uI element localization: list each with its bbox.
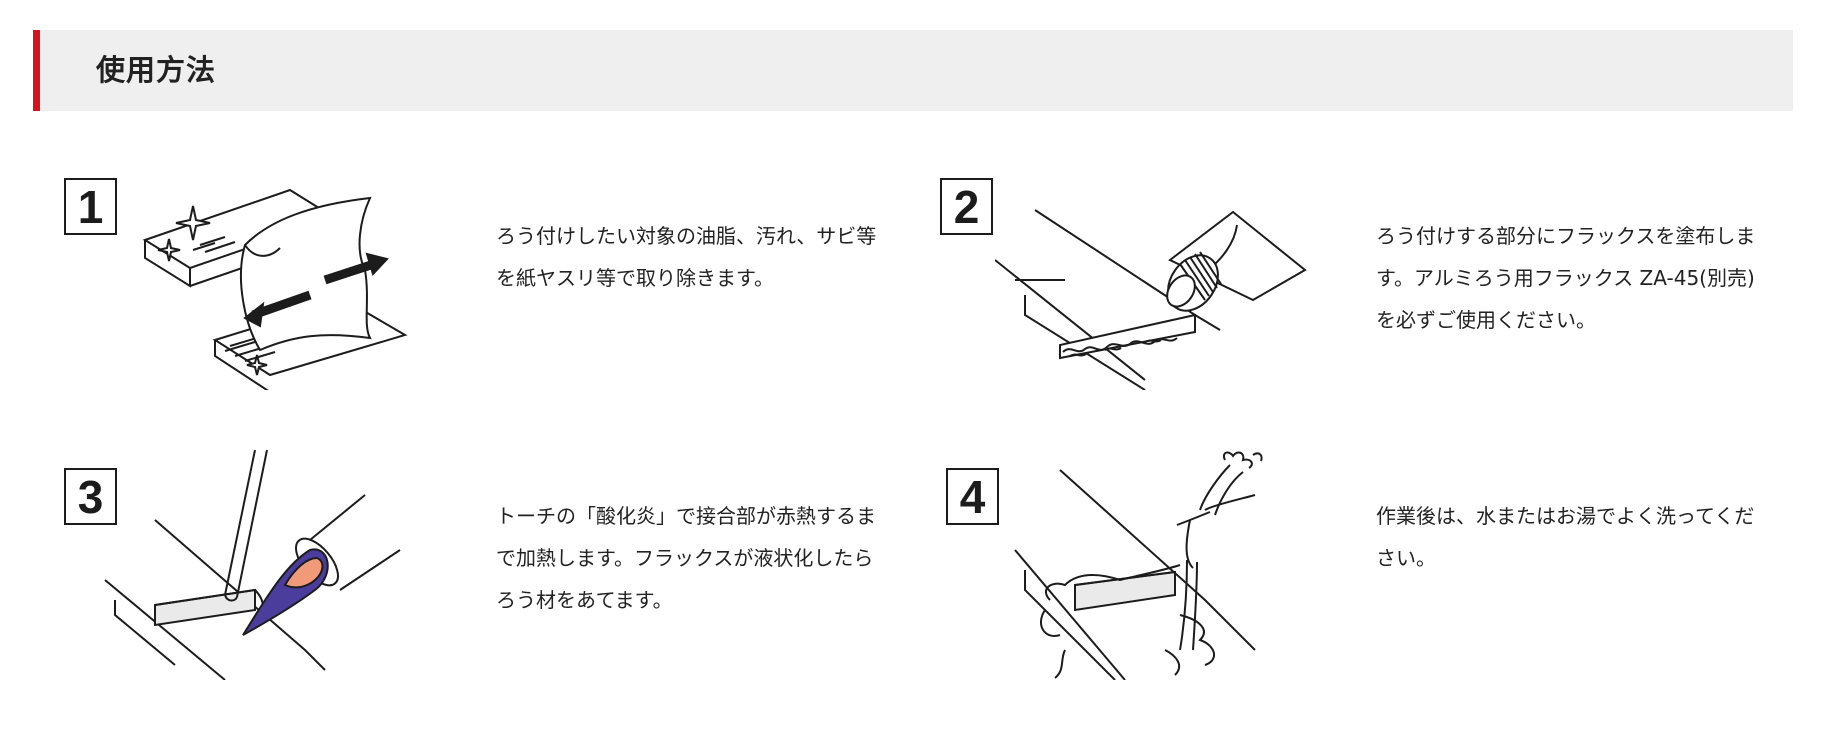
step-description-2: ろう付けする部分にフラックスを塗布します。アルミろう用フラックス ZA-45(別… — [1376, 224, 1756, 332]
section-header: 使用方法 — [33, 30, 1793, 111]
torch-heating-illustration — [104, 450, 401, 680]
sandpaper-cleaning-illustration — [142, 188, 408, 390]
step-description-4: 作業後は、水またはお湯でよく洗ってください。 — [1376, 504, 1755, 570]
step-number-1: 1 — [64, 178, 117, 235]
step-3: 3 トーチの「酸化炎」で接合部が赤熱するまで加熱します。フラックスが液状化したら… — [0, 450, 880, 680]
water-washing-illustration — [1014, 451, 1263, 680]
step-number-3: 3 — [64, 468, 117, 525]
step-4: 4 作業後は、水またはお湯でよく洗ってください。 — [880, 450, 1760, 680]
step-2: 2 ろう付けする部分にフラックスを塗布します。アルミろう用フラックス ZA-45… — [880, 160, 1760, 390]
step-number-2: 2 — [940, 178, 993, 235]
step-description-3: トーチの「酸化炎」で接合部が赤熱するまで加熱します。フラックスが液状化したらろう… — [496, 504, 876, 612]
step-description-1: ろう付けしたい対象の油脂、汚れ、サビ等を紙ヤスリ等で取り除きます。 — [496, 224, 877, 290]
step-number-4: 4 — [946, 468, 999, 525]
flux-tube-illustration — [995, 209, 1307, 390]
step-1: 1 ろう付けしたい対象の油脂、汚れ、サビ等を紙ヤスリ等で取り除きます。 — [0, 160, 880, 390]
section-title: 使用方法 — [96, 53, 217, 87]
